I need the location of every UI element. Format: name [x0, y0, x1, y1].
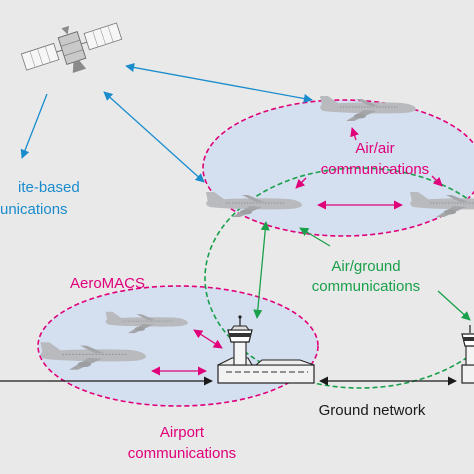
- air-ground-link-arrow: [299, 227, 331, 247]
- ground-network-label: Ground network: [319, 402, 426, 419]
- satellite-link-arrow: [125, 62, 313, 104]
- air-ground-comms-label: communications: [312, 278, 420, 295]
- air-ground-link-arrow: [437, 290, 471, 321]
- satellite-comms-label: ite-based: [18, 179, 80, 196]
- satellite-comms-label: unications: [0, 201, 68, 218]
- airport-ellipse: [37, 285, 319, 407]
- air-ground-link-arrow: [253, 221, 270, 319]
- air-ground-ellipse: [204, 167, 474, 389]
- satellite-icon: [20, 22, 123, 73]
- satellite-link-arrow: [20, 93, 48, 159]
- airport-comms-label: Airport: [160, 424, 205, 441]
- air-air-link-arrow: [350, 127, 359, 141]
- control-tower-icon: [217, 315, 315, 384]
- aeromacs-link-arrow: [193, 329, 223, 349]
- airport-comms-label: communications: [128, 445, 236, 462]
- control-tower-icon: [461, 325, 474, 384]
- air-air-comms-label: Air/air: [355, 140, 394, 157]
- air-air-link-arrow: [431, 175, 443, 187]
- aeromacs-label: AeroMACS: [70, 275, 145, 292]
- air-air-comms-label: communications: [321, 161, 429, 178]
- air-air-link-arrow: [295, 177, 307, 189]
- satellite-link-arrow: [103, 91, 205, 183]
- air-ground-comms-label: Air/ground: [331, 258, 400, 275]
